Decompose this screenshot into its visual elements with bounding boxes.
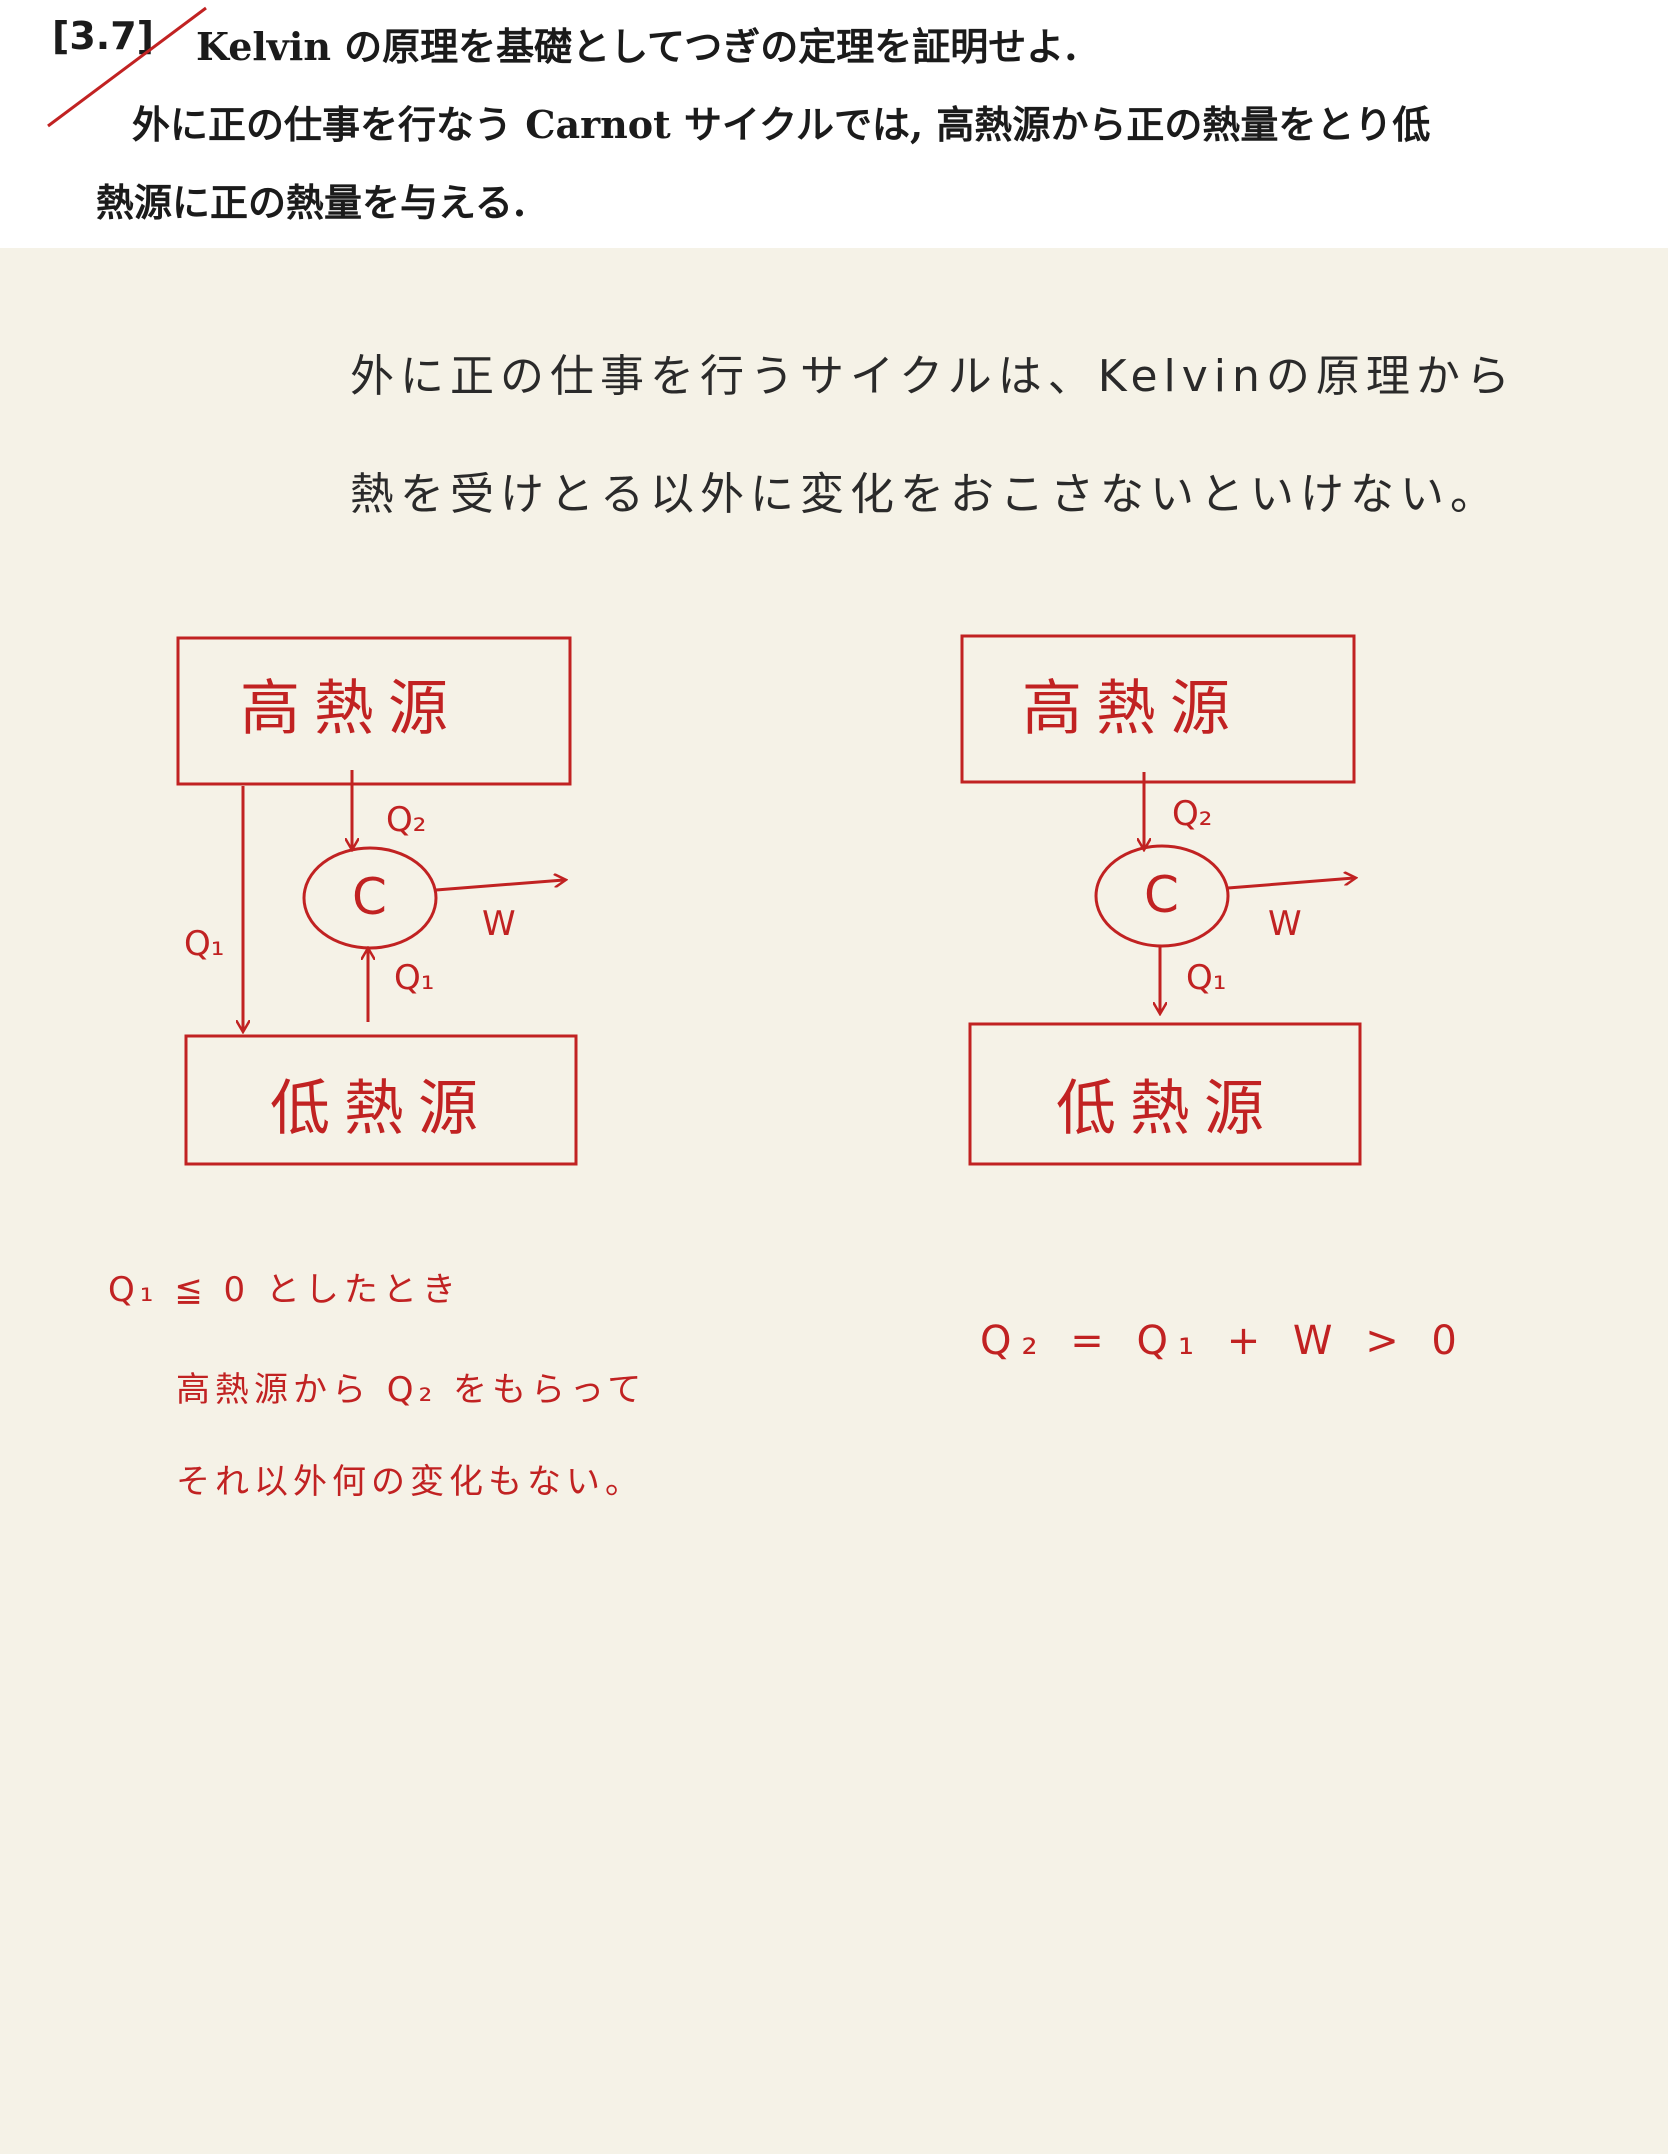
note-left-line-1: Q₁ ≦ 0 としたとき xyxy=(108,1270,461,1310)
left-arrow-work xyxy=(435,880,564,892)
left-hot-reservoir-label: 高熱源 xyxy=(240,674,462,744)
right-cold-reservoir-label: 低熱源 xyxy=(1056,1074,1278,1144)
check-mark-stroke xyxy=(47,6,207,128)
right-cold-reservoir-box xyxy=(968,1022,1362,1166)
right-hot-reservoir-label: 高熱源 xyxy=(1022,674,1244,744)
left-engine-label: C xyxy=(352,868,387,926)
left-cold-reservoir-label: 低熱源 xyxy=(270,1074,492,1144)
left-cold-reservoir-box xyxy=(184,1034,578,1166)
handwritten-line-2: 熱を受けとる以外に変化をおこさないといけない。 xyxy=(350,469,1500,520)
left-work-label: W xyxy=(482,904,516,944)
left-hot-reservoir-box xyxy=(176,636,572,786)
problem-statement: Kelvin の原理を基礎としてつぎの定理を証明せよ. xyxy=(196,24,1078,69)
right-engine-circle xyxy=(1094,844,1230,948)
right-q1-label: Q₁ xyxy=(1186,958,1227,998)
printed-problem-header: [3.7] Kelvin の原理を基礎としてつぎの定理を証明せよ. 外に正の仕事… xyxy=(0,0,1668,248)
right-q2-label: Q₂ xyxy=(1172,794,1213,834)
note-left-line-3: それ以外何の変化もない。 xyxy=(176,1462,644,1502)
handwritten-line-1: 外に正の仕事を行うサイクルは、Kelvinの原理から xyxy=(350,351,1516,402)
equation-right: Q₂ = Q₁ + W > 0 xyxy=(980,1318,1467,1364)
left-q2-label: Q₂ xyxy=(386,800,427,840)
right-hot-reservoir-box xyxy=(960,634,1356,784)
problem-number: [3.7] xyxy=(52,14,155,58)
right-arrow-work xyxy=(1227,878,1354,890)
left-q1-heat-label: Q₁ xyxy=(184,924,225,964)
problem-body-line-2: 熱源に正の熱量を与える. xyxy=(96,180,527,225)
problem-body-line-1: 外に正の仕事を行なう Carnot サイクルでは, 高熱源から正の熱量をとり低 xyxy=(132,102,1431,147)
right-diagram xyxy=(960,634,1362,1166)
right-work-label: W xyxy=(1268,904,1302,944)
note-left-line-2: 高熱源から Q₂ をもらって xyxy=(176,1370,647,1410)
left-diagram xyxy=(176,636,578,1166)
right-engine-label: C xyxy=(1144,866,1179,924)
left-q1-up-label: Q₁ xyxy=(394,958,435,998)
